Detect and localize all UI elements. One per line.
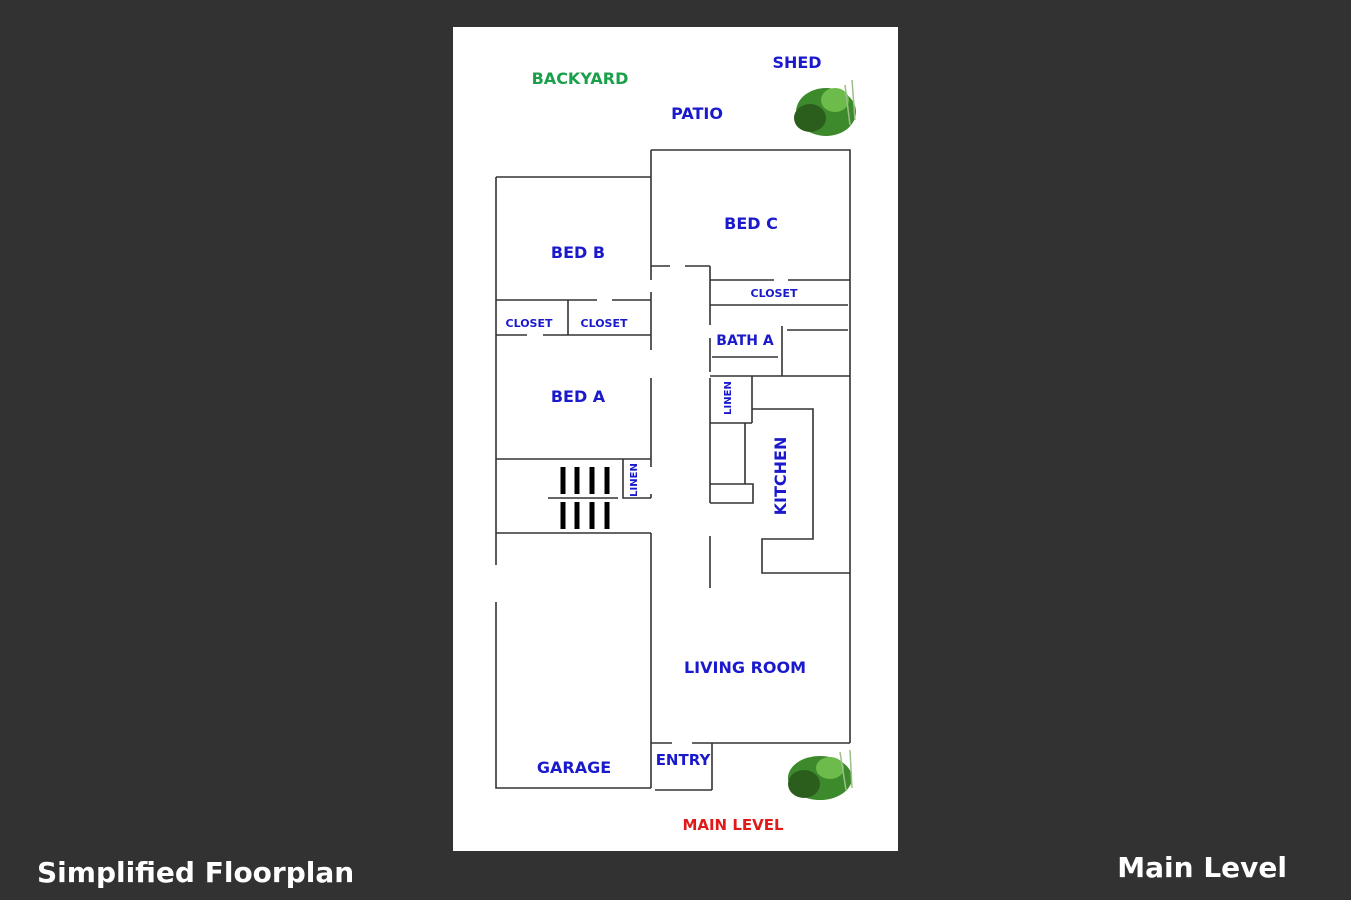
room-labels: BACKYARD SHED PATIO BED C BED B CLOSET C… — [506, 53, 822, 834]
slide-title: Simplified Floorplan — [37, 856, 355, 889]
walls — [495, 149, 851, 791]
bed-c-label: BED C — [724, 214, 778, 233]
bed-a-label: BED A — [551, 387, 606, 406]
floorplan-sheet — [453, 27, 898, 851]
plant-icon — [788, 749, 853, 800]
entry-label: ENTRY — [656, 751, 712, 769]
backyard-label: BACKYARD — [532, 69, 629, 88]
living-room-label: LIVING ROOM — [684, 658, 806, 677]
closet-label: CLOSET — [581, 317, 628, 330]
closet-label: CLOSET — [751, 287, 798, 300]
patio-label: PATIO — [671, 104, 723, 123]
plant-icon — [794, 79, 856, 136]
garage-label: GARAGE — [537, 758, 611, 777]
linen-label: LINEN — [723, 381, 734, 415]
closet-label: CLOSET — [506, 317, 553, 330]
kitchen-label: KITCHEN — [771, 437, 790, 516]
main-level-label: MAIN LEVEL — [682, 816, 784, 834]
linen-label: LINEN — [629, 463, 640, 497]
level-title: Main Level — [1117, 851, 1287, 884]
shed-label: SHED — [772, 53, 821, 72]
bath-a-label: BATH A — [716, 333, 774, 349]
stairs — [560, 467, 610, 529]
bed-b-label: BED B — [551, 243, 605, 262]
